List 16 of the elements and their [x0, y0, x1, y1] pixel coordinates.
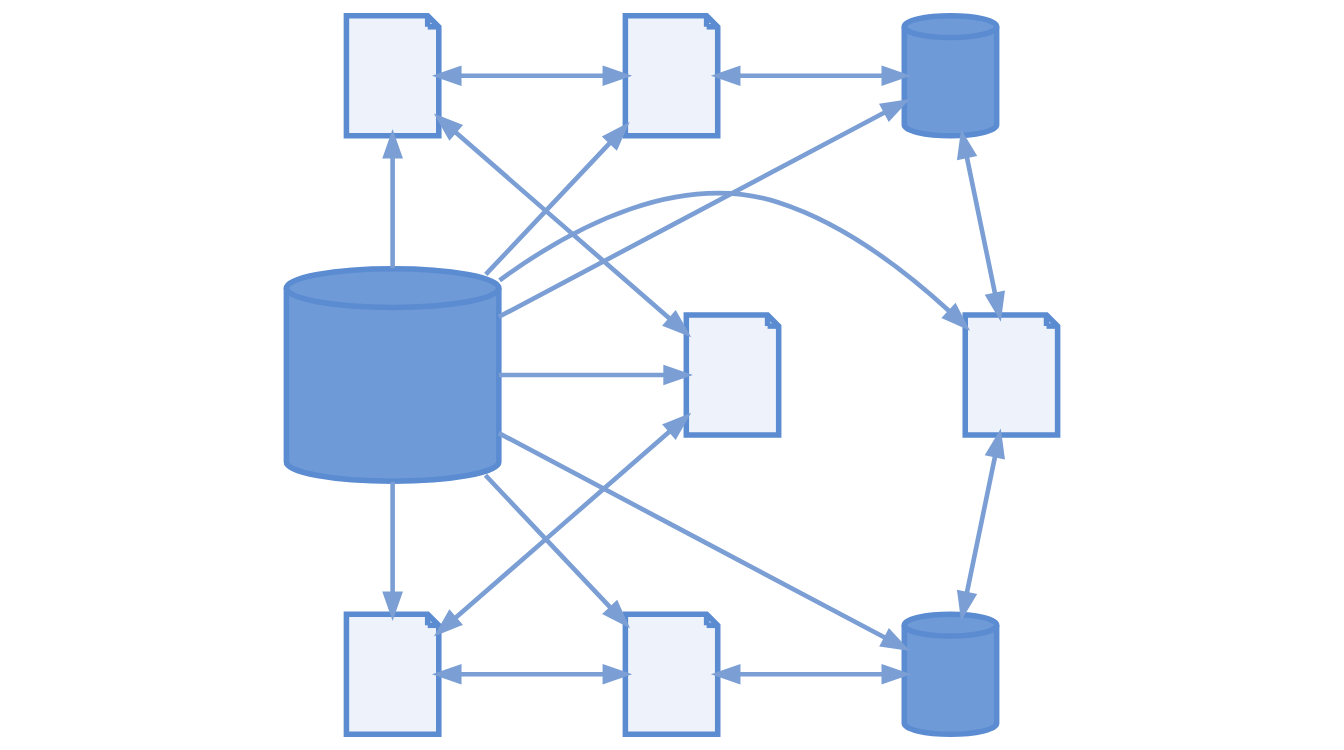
arrow	[497, 431, 911, 652]
arrow	[956, 129, 1005, 322]
arrow	[382, 129, 403, 269]
arrow	[433, 412, 692, 637]
arrow	[431, 65, 633, 87]
arrow	[382, 481, 403, 622]
arrow	[498, 191, 971, 331]
arrow	[483, 473, 630, 629]
arrow	[433, 113, 692, 338]
arrow	[956, 428, 1005, 621]
arrow	[497, 99, 911, 319]
arrow	[431, 663, 633, 685]
arrow	[498, 364, 693, 386]
arrow	[710, 663, 912, 685]
arrow	[710, 65, 912, 87]
arrow	[484, 121, 630, 276]
